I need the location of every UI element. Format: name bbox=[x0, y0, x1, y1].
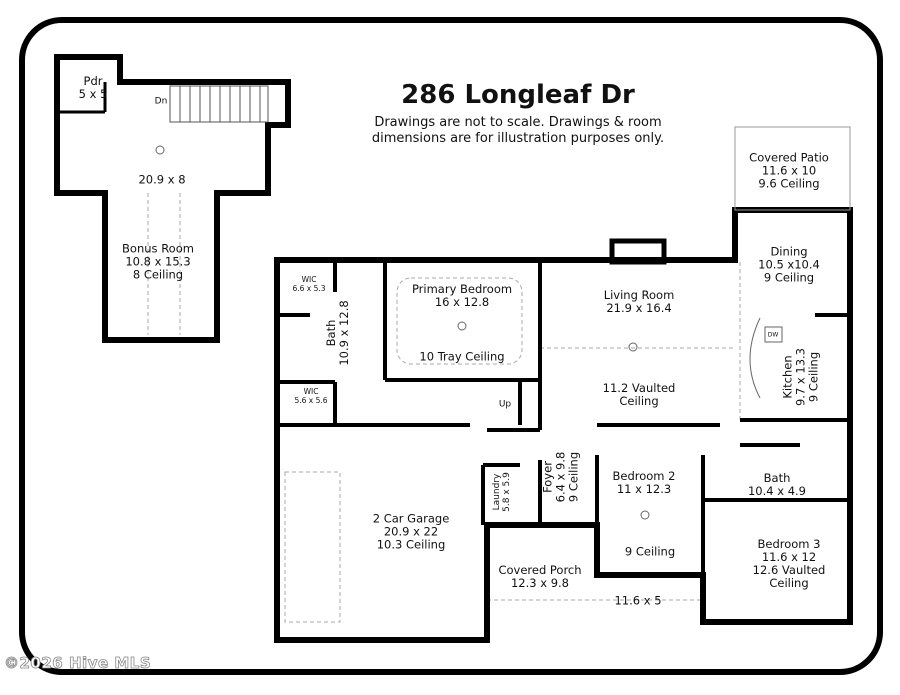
room-size: 11.6 x 10 bbox=[761, 163, 817, 178]
room-bonus-upper: 20.9 x 8 bbox=[138, 172, 186, 187]
room-name: Primary Bedroom bbox=[411, 282, 513, 296]
room-size: 10.8 x 15.3 bbox=[125, 254, 191, 269]
interior-walls bbox=[277, 262, 850, 575]
room-ceiling: 12.6 Vaulted bbox=[752, 563, 826, 577]
room-name: Laundry bbox=[492, 473, 502, 511]
room-size: 10.4 x 4.9 bbox=[747, 484, 807, 498]
bedroom-2-ceiling: 9 Ceiling bbox=[624, 544, 676, 559]
room-ceiling: Ceiling bbox=[769, 576, 809, 590]
room-name: Bonus Room bbox=[122, 241, 194, 256]
room-size: 16 x 12.8 bbox=[434, 295, 490, 309]
room-size: 10.5 x10.4 bbox=[758, 257, 820, 272]
room-ceiling: 9.6 Ceiling bbox=[758, 176, 820, 191]
room-size: 5 x 5 bbox=[78, 87, 108, 101]
room-name: Pdr bbox=[83, 74, 103, 88]
room-name: Bedroom 3 bbox=[757, 537, 821, 551]
page-title: 286 Longleaf Dr bbox=[401, 80, 635, 110]
room-size: 5.6 x 5.6 bbox=[294, 396, 328, 405]
fan-icon bbox=[155, 145, 650, 520]
disclaimer-line: Drawings are not to scale. Drawings & ro… bbox=[374, 115, 662, 130]
disclaimer: Drawings are not to scale. Drawings & ro… bbox=[372, 115, 664, 147]
room-ceiling: 9 Ceiling bbox=[806, 351, 821, 403]
room-ceiling: 11.2 Vaulted bbox=[602, 381, 676, 395]
dishwasher-label: DW bbox=[767, 331, 779, 339]
room-name: 2 Car Garage bbox=[372, 511, 450, 526]
covered-patio bbox=[734, 126, 851, 211]
disclaimer-line: dimensions are for illustration purposes… bbox=[371, 131, 665, 146]
dashed-lines bbox=[147, 193, 741, 623]
stairs-down-label: Dn bbox=[154, 96, 168, 107]
stairs-down bbox=[169, 85, 269, 123]
room-ceiling: 9 Ceiling bbox=[566, 451, 581, 503]
primary-ceiling: 10 Tray Ceiling bbox=[419, 349, 505, 364]
room-name: Dining bbox=[770, 244, 808, 259]
room-ceiling: 9 Ceiling bbox=[763, 270, 815, 285]
kitchen-island bbox=[749, 317, 761, 399]
fireplace bbox=[609, 238, 667, 265]
room-name: Covered Porch bbox=[498, 563, 582, 577]
room-size: 12.3 x 9.8 bbox=[510, 576, 570, 590]
room-size: 20.9 x 22 bbox=[383, 524, 439, 539]
porch-extension: 11.6 x 5 bbox=[614, 593, 662, 608]
stairs-up-label: Up bbox=[498, 399, 512, 410]
room-name: Living Room bbox=[603, 288, 675, 302]
room-ceiling: 10.3 Ceiling bbox=[376, 537, 446, 552]
room-size: 11 x 12.3 bbox=[616, 482, 672, 496]
room-size: 5.8 x 5.9 bbox=[502, 472, 512, 512]
room-name: Bath bbox=[763, 471, 791, 485]
frame-border bbox=[19, 17, 883, 675]
watermark: ©2026 Hive MLS bbox=[4, 654, 152, 673]
room-size: 10.9 x 12.8 bbox=[337, 300, 351, 366]
room-name: WIC bbox=[303, 387, 319, 396]
room-size: 6.6 x 5.3 bbox=[292, 284, 326, 293]
room-ceiling: 8 Ceiling bbox=[132, 267, 184, 282]
room-size: 11.6 x 12 bbox=[761, 550, 817, 564]
bonus-room-walls bbox=[54, 54, 291, 343]
room-name: WIC bbox=[301, 275, 317, 284]
dishwasher bbox=[764, 326, 783, 343]
room-size: 21.9 x 16.4 bbox=[606, 301, 672, 315]
room-ceiling: Ceiling bbox=[619, 394, 659, 408]
room-name: Covered Patio bbox=[749, 150, 829, 165]
room-name: Bedroom 2 bbox=[612, 469, 676, 483]
